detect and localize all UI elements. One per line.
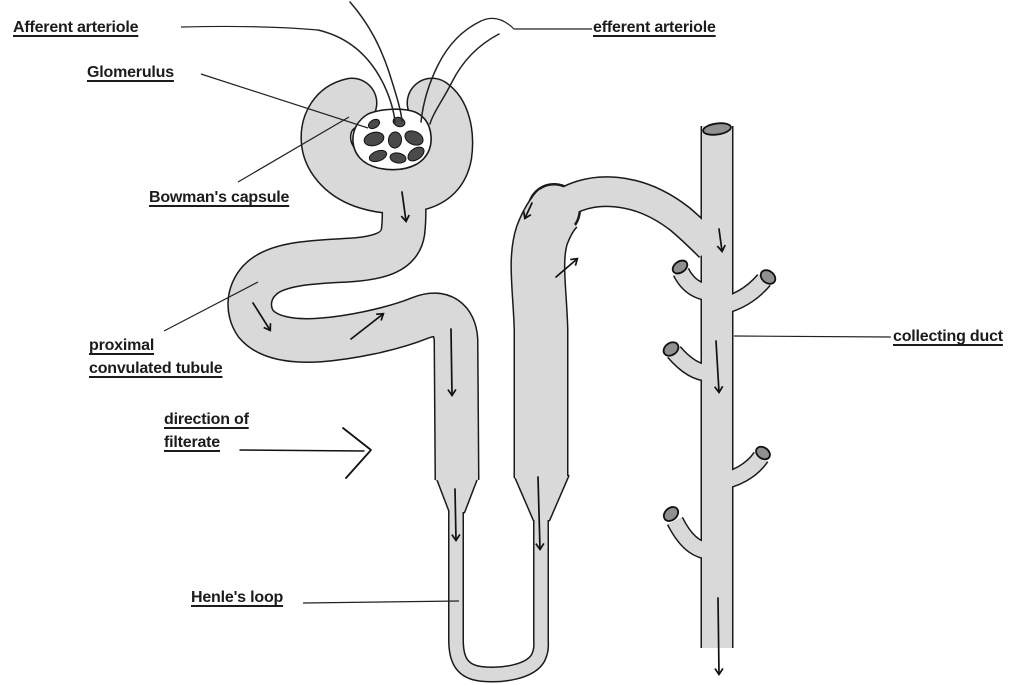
label-proximal-line1: proximal <box>89 337 155 354</box>
tube-fill-layer <box>250 103 764 674</box>
label-collecting-duct-text: collecting duct <box>893 328 1003 345</box>
label-afferent-arteriole-text: Afferent arteriole <box>13 19 139 36</box>
leader-lines <box>163 17 892 604</box>
glomerulus-blobs <box>363 116 425 164</box>
efferent-arteriole-line2 <box>429 33 500 125</box>
label-bowmans-capsule: Bowman's capsule <box>149 186 289 209</box>
label-glomerulus: Glomerulus <box>87 61 174 84</box>
label-direction-line2: filterate <box>164 434 220 451</box>
flow-arrows <box>252 191 726 677</box>
afferent-arteriole-line2 <box>349 1 403 122</box>
label-proximal-line2: convulated tubule <box>89 360 223 377</box>
cut-ends <box>662 122 777 522</box>
arteriole-lines <box>317 1 500 125</box>
label-collecting-duct: collecting duct <box>893 325 1003 348</box>
label-bowmans-capsule-text: Bowman's capsule <box>149 189 290 206</box>
label-efferent-arteriole: efferent arteriole <box>593 16 716 39</box>
efferent-arteriole-line <box>420 20 482 123</box>
label-proximal-convoluted-tubule: proximal convulated tubule <box>89 334 223 380</box>
label-efferent-arteriole-text: efferent arteriole <box>593 19 716 36</box>
label-direction-line1: direction of <box>164 411 249 428</box>
label-henles-loop: Henle's loop <box>191 586 283 609</box>
direction-arrow <box>239 427 372 479</box>
label-direction-of-filtrate: direction of filterate <box>164 408 249 454</box>
label-henles-loop-text: Henle's loop <box>191 589 284 606</box>
label-afferent-arteriole: Afferent arteriole <box>13 16 139 39</box>
afferent-arteriole-line <box>317 29 396 123</box>
label-glomerulus-text: Glomerulus <box>87 64 174 81</box>
